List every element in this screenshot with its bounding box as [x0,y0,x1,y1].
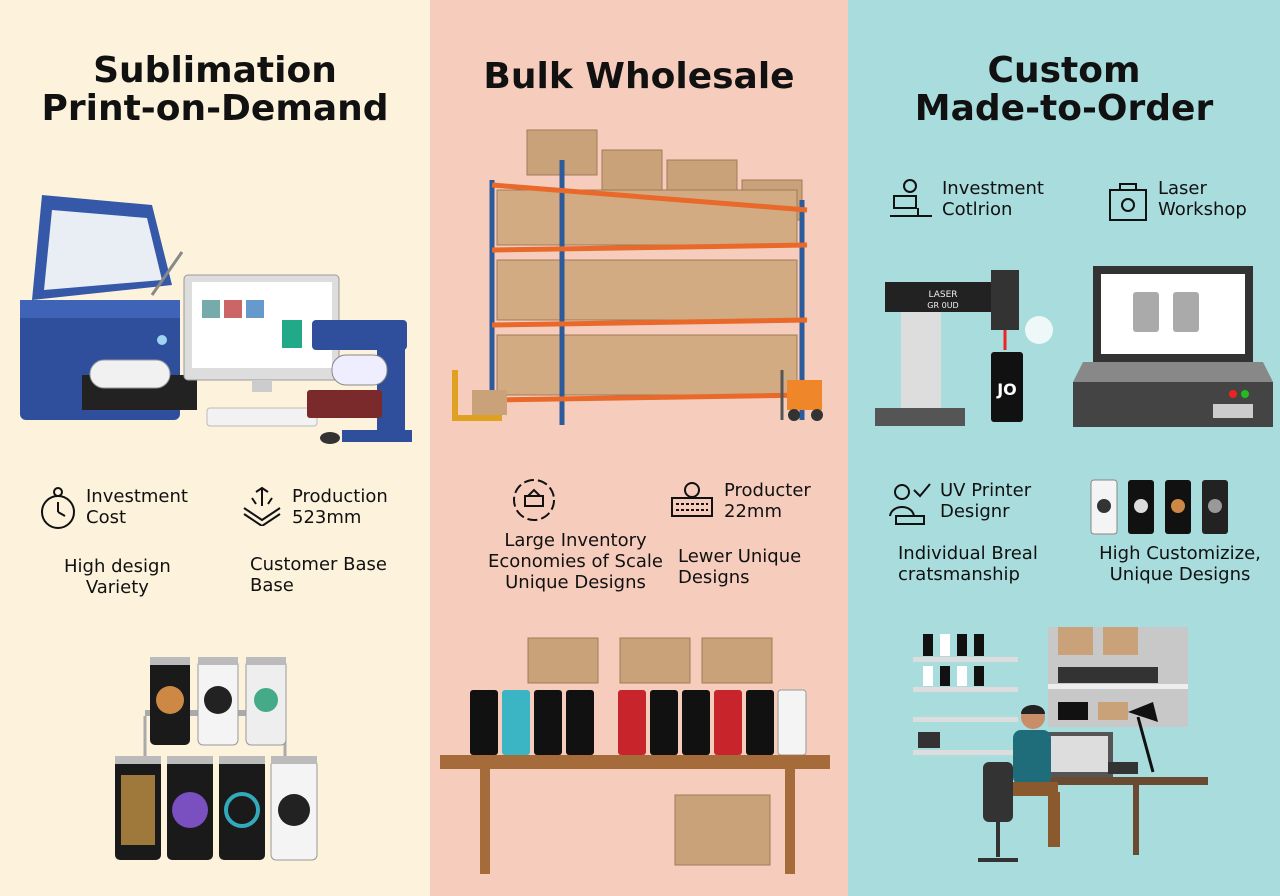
note-individual: Individual Breal cratsmanship [898,543,1038,585]
stat-value: Workshop [1158,199,1247,220]
machine-icon [671,482,713,517]
timer-icon [41,487,75,529]
stat-inventory [510,476,558,524]
person-check-icon [889,483,931,525]
stat-label: Producter [724,480,811,501]
stat-value: Designr [940,501,1010,522]
title-line: Made-to-Order [914,88,1214,129]
note-line: cratsmanship [898,564,1020,585]
panel-title: Bulk Wholesale [430,58,848,96]
stat-value: Cost [86,507,127,528]
tumbler-display-illustration [115,657,318,861]
title-line: Sublimation [93,50,337,91]
stat-uv-printer: UV Printer Designr [888,480,1031,526]
panel-title: Custom Made-to-Order [848,52,1280,128]
cycle-icon [513,479,555,521]
stat-value: 22mm [724,501,782,522]
stat-label: Laser [1158,178,1207,199]
cup-label: JO [996,380,1017,399]
tumbler-group-icon [1090,479,1228,535]
printer-illustration [20,195,197,420]
stat-label: Production [292,486,388,507]
stat-investment: Investment Cost [38,486,188,532]
note-line: Designs [678,567,750,588]
stat-label: UV Printer [940,480,1032,501]
craftsman-workspace-illustration [913,627,1208,862]
stat-investment-cotlrion: Investment Cotlrion [888,178,1044,222]
note-line: High Customizize, [1099,543,1261,564]
tumbler-row [470,689,807,756]
note-line: Economies of Scale [488,551,663,572]
stat-label: Investment [942,178,1044,199]
stat-value: Cotlrion [942,199,1013,220]
panel-title: Sublimation Print-on-Demand [0,52,430,128]
sublimation-equipment-illustration [20,195,412,444]
pallet-jack-illustration [452,370,507,421]
layers-icon [243,486,281,526]
wall-shelves [913,627,1188,755]
warehouse-rack-illustration [452,129,823,425]
panel-bulk-wholesale: Bulk Wholesale [430,0,848,896]
rack-frame [489,160,808,425]
stat-label: Investment [86,486,188,507]
title-line: Print-on-Demand [41,88,389,129]
stat-producter: Producter 22mm [668,480,811,522]
rack-boxes [496,129,803,396]
note-line: Lewer Unique [678,546,802,567]
stat-value: 523mm [292,507,362,528]
laser-engraver-illustration: LASER GR 0UD JO [875,270,1053,426]
stat-production: Production 523mm [240,486,388,528]
note-large-inventory: Large Inventory Economies of Scale Uniqu… [458,530,693,593]
title-line: Custom [987,50,1141,91]
panel-custom: Custom Made-to-Order Investment Cotlrion [848,0,1280,896]
panel-sublimation: Sublimation Print-on-Demand [0,0,430,896]
laptop-station-illustration [1073,266,1273,427]
note-line: Individual Breal [898,543,1038,564]
note-design-variety: High design Variety [64,556,171,598]
laser-label: LASER [928,290,957,300]
title-line: Bulk Wholesale [483,56,795,97]
note-high-customize: High Customizize, Unique Designs [1080,543,1280,585]
workbench-icon [890,179,932,217]
note-line: Variety [85,577,149,598]
note-line: High design [64,556,171,577]
monitor-illustration [183,274,340,444]
tumbler-front-row [115,756,318,861]
laser-label: GR 0UD [927,301,958,310]
desk-and-person [978,702,1208,862]
note-customer-base: Customer Base Base [250,554,387,596]
note-line: Base [250,575,294,596]
bag-icon [1109,183,1147,221]
wholesale-table-illustration [440,637,830,874]
stat-laser-workshop: Laser Workshop [1106,178,1247,224]
heat-press-illustration [307,320,412,442]
note-lewer-unique: Lewer Unique Designs [678,546,801,588]
note-line: Unique Designs [505,572,646,593]
note-line: Unique Designs [1109,564,1251,585]
note-line: Large Inventory [504,530,647,551]
note-line: Customer Base [250,554,387,575]
tumbler-back-row [150,657,287,746]
forklift-illustration [780,370,823,421]
